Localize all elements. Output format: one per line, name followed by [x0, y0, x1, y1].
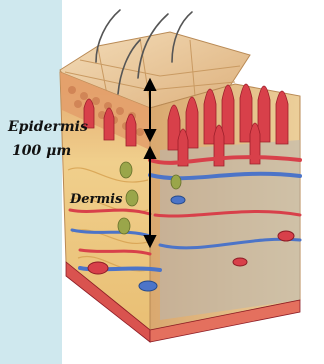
epidermis-label: Epidermis: [8, 120, 88, 134]
dermis-label: Dermis: [70, 193, 122, 206]
epidermis-thickness-label: 100 μm: [12, 144, 71, 158]
